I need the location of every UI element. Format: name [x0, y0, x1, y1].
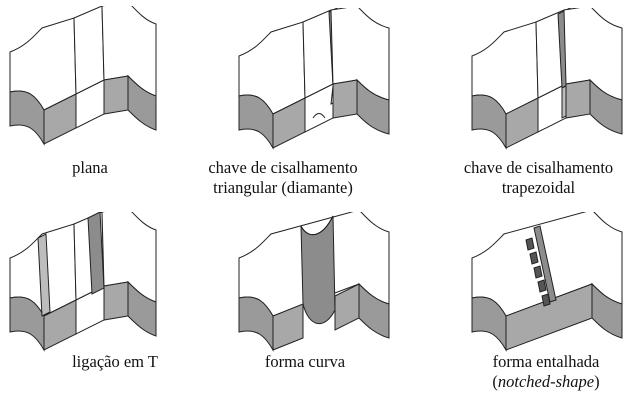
- caption-triangular-line1: chave de cisalhamento: [208, 158, 358, 177]
- caption-trapezoidal: chave de cisalhamento trapezoidal: [436, 158, 641, 198]
- caption-curva-line1: forma curva: [264, 352, 346, 371]
- caption-plana: plana: [55, 158, 125, 178]
- joint-plana-drawing: [9, 6, 157, 146]
- joint-curva-drawing: [238, 212, 390, 352]
- caption-curva: forma curva: [240, 352, 370, 372]
- caption-triangular: chave de cisalhamento triangular (diaman…: [178, 158, 388, 198]
- caption-entalhada: forma entalhada (notched-shape): [466, 352, 626, 392]
- figure-curva: [237, 212, 393, 352]
- caption-plana-line1: plana: [72, 158, 108, 177]
- joint-triangular-drawing: [238, 8, 390, 150]
- caption-triangular-line2: triangular (diamante): [213, 178, 353, 197]
- joint-trapezoidal-drawing: [471, 8, 623, 150]
- figure-plana: [8, 6, 158, 156]
- figure-entalhada: [470, 212, 626, 352]
- caption-entalhada-line2: (notched-shape): [466, 372, 626, 392]
- joint-entalhada-drawing: [471, 212, 623, 352]
- figure-trapezoidal: [470, 8, 626, 158]
- figure-ligacao-t: [8, 212, 158, 352]
- paren-open: (: [492, 372, 498, 391]
- paren-close: ): [594, 372, 600, 391]
- caption-trapezoidal-line1: chave de cisalhamento: [463, 158, 614, 177]
- caption-ligacao-t: ligação em T: [40, 352, 190, 372]
- joint-ligacao-t-drawing: [9, 212, 157, 352]
- notched-shape-italic: notched-shape: [497, 372, 595, 391]
- figure-triangular: [237, 8, 393, 158]
- caption-trapezoidal-line2: trapezoidal: [501, 178, 576, 197]
- caption-ligacao-t-line1: ligação em T: [72, 352, 158, 371]
- caption-entalhada-line1: forma entalhada: [492, 352, 600, 371]
